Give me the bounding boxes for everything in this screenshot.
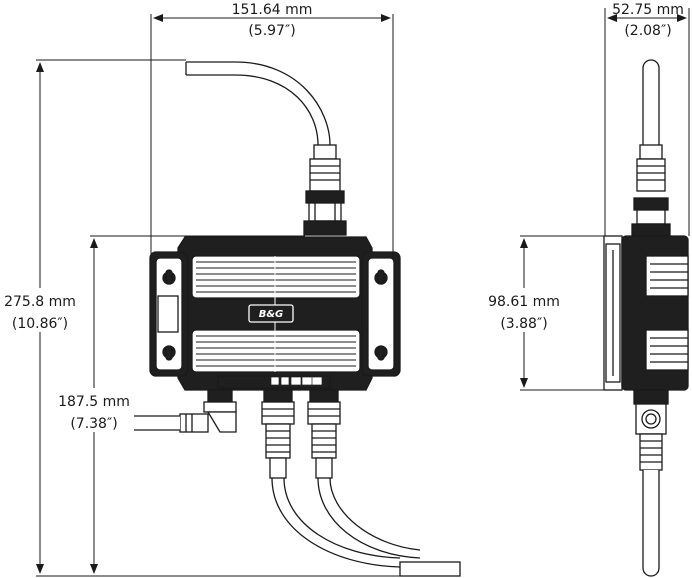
front-view: B&G: [131, 61, 461, 577]
left-elbow-connector: [131, 389, 237, 433]
front-width-metric: 151.64 mm: [232, 2, 313, 18]
body-height-metric: 98.61 mm: [488, 294, 560, 310]
side-bottom-connector: [633, 389, 669, 471]
top-cable: [185, 61, 331, 146]
side-top-cable: [642, 59, 660, 145]
front-width-imperial: (5.97″): [248, 23, 295, 39]
side-bottom-cable: [642, 470, 660, 577]
fin-lines: [196, 261, 356, 367]
bottom-connector-right: [307, 389, 341, 479]
overall-height-metric: 275.8 mm: [4, 294, 76, 310]
brand-logo: B&G: [248, 304, 294, 323]
top-connector: [303, 144, 347, 236]
side-top-connector: [631, 144, 671, 237]
bottom-connector-left: [261, 389, 295, 479]
label-backgrounds: [0, 288, 564, 432]
body-height-imperial: (3.88″): [500, 316, 547, 332]
logo-text: B&G: [259, 309, 284, 320]
bottom-cables: [271, 477, 461, 577]
dimension-labels: 151.64 mm (5.97″) 52.75 mm (2.08″) 275.8…: [4, 2, 684, 432]
lower-height-imperial: (7.38″): [70, 416, 117, 432]
side-depth-imperial: (2.08″): [624, 23, 671, 39]
side-view: [603, 59, 689, 577]
lower-height-metric: 187.5 mm: [58, 394, 130, 410]
side-depth-metric: 52.75 mm: [612, 2, 684, 18]
overall-height-imperial: (10.86″): [12, 316, 68, 332]
port-strip: [217, 375, 331, 389]
side-body: [603, 235, 689, 391]
